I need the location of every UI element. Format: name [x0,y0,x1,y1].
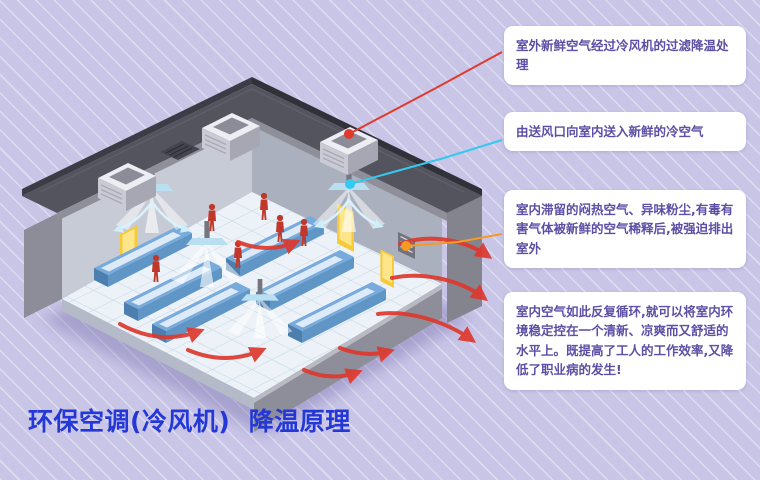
callout-box-circulation-summary: 室内空气如此反复循环,就可以将室内环境稳定控在一个清新、凉爽而又舒适的水平上。既… [504,292,746,390]
exhaust-arrow [118,322,205,343]
callout-box-fresh-air-filtering: 室外新鲜空气经过冷风机的过滤降温处理 [504,26,746,85]
front-floor-lip [62,299,254,410]
exhaust-arrow [236,238,301,255]
callout-text-1: 室外新鲜空气经过冷风机的过滤降温处理 [516,38,729,73]
cool-airflow-arrows [113,198,384,233]
cool-air-arrow [347,198,384,229]
exhaust-arrow [338,346,395,363]
cool-air-arrow [314,198,351,229]
callout-text-2: 由送风口向室内送入新鲜的冷空气 [516,124,704,139]
inner-wall-left [62,104,252,299]
exhaust-arrow [376,311,477,343]
callout-text-3: 室内滞留的闷热空气、异味粉尘,有毒有害气体被新鲜的空气稀释后,被强迫排出室外 [516,202,734,256]
callout-text-4: 室内空气如此反复循环,就可以将室内环境稳定控在一个清新、凉爽而又舒适的水平上。既… [516,304,734,378]
cool-air-arrow [113,200,154,233]
roof-top [22,84,482,213]
page-title: 环保空调(冷风机) 降温原理 [28,407,351,436]
exhaust-arrow [390,273,488,302]
yellow-door [380,249,394,288]
roof-vent-duct [160,141,200,160]
exhaust-arrow [302,368,363,385]
callout-box-exhaust-air: 室内滞留的闷热空气、异味粉尘,有毒有害气体被新鲜的空气稀释后,被强迫排出室外 [504,190,746,269]
outer-wall-right [447,196,482,323]
factory-cooling-illustration [22,77,493,435]
callout-box-supply-air: 由送风口向室内送入新鲜的冷空气 [504,112,746,152]
front-wall-right [254,284,442,432]
outer-walls [24,196,482,432]
cool-air-arrow [150,200,191,233]
exhaust-arrow [186,347,267,363]
roof-parapet-left [22,77,252,196]
outer-wall-left [24,211,62,318]
